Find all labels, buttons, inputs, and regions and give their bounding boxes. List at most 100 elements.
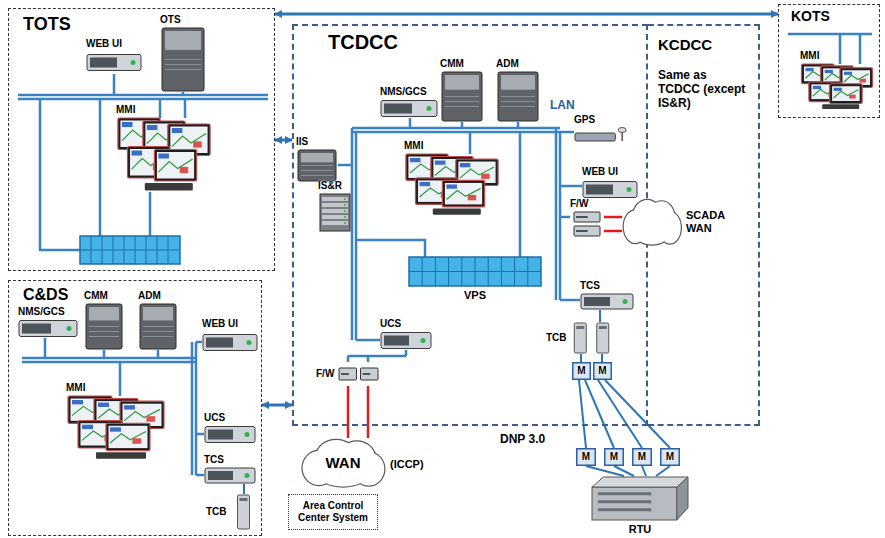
server-bay — [208, 430, 233, 440]
tower-vent — [89, 336, 119, 337]
region-title: C&DS — [23, 285, 68, 304]
rtu-slot — [598, 508, 651, 511]
monitor-screen — [842, 70, 870, 85]
fw2v-icon — [570, 211, 604, 238]
screen-block — [446, 184, 457, 188]
status-led — [247, 340, 252, 345]
monitor-screen — [109, 426, 148, 448]
monitor-bezel — [442, 180, 484, 206]
mmi-console: MMI — [116, 104, 212, 192]
tower-icon — [496, 71, 540, 122]
region-title: KCDCC — [658, 36, 712, 54]
device-label: TCS — [204, 454, 224, 466]
status-led — [344, 204, 346, 206]
firewall-pair: F/W — [316, 362, 378, 386]
tower-vent — [501, 96, 535, 97]
modem-outline — [605, 449, 624, 466]
region-box: TCDCCNMS/GCSCMMADMGPSIISIS&RMMIWEB UIF/W… — [292, 24, 648, 426]
network-label: LAN — [550, 98, 575, 112]
screen-block — [132, 151, 143, 156]
screen-trend — [446, 188, 480, 199]
screen-block — [158, 154, 169, 159]
screen-trend — [124, 409, 160, 420]
region-box: TOTSWEB UIOTSMMI — [8, 8, 275, 271]
modem-outline — [633, 449, 652, 466]
device-label: M — [666, 451, 674, 463]
status-led — [344, 216, 346, 218]
status-led — [344, 210, 346, 212]
ots-server: OTS — [160, 14, 206, 92]
server-body — [381, 333, 431, 349]
cmm-server: CMM — [84, 290, 124, 350]
adm-server: ADM — [496, 58, 540, 122]
tower-body — [498, 72, 538, 121]
firewall-slot — [341, 373, 349, 375]
monitors-icon — [66, 395, 166, 460]
serial-link — [579, 380, 586, 448]
rtu-unit: RTU — [590, 476, 690, 536]
keyboard — [96, 452, 146, 459]
serial-link — [585, 380, 614, 448]
screen-block — [72, 400, 83, 404]
modem-box: M — [604, 448, 624, 466]
firewall-slot — [576, 216, 588, 218]
tcb-unit: TCB — [206, 494, 256, 530]
tower-vent — [445, 101, 479, 102]
cloud-lobe — [634, 219, 670, 245]
tower-icon — [138, 303, 178, 350]
cloud-lobe — [317, 460, 369, 487]
panel-body — [409, 257, 541, 286]
monitor-screen — [123, 404, 162, 426]
monitor-screen — [832, 86, 860, 101]
cloud-lobe — [634, 219, 670, 245]
screen-trend — [110, 431, 146, 442]
device-label: ADM — [496, 58, 519, 70]
server-bay — [206, 338, 233, 348]
tower-panel — [501, 75, 535, 90]
device-label: M — [582, 451, 590, 463]
region-title: TCDCC — [328, 30, 398, 54]
screen-block — [172, 128, 183, 133]
rtu-icon — [590, 476, 690, 521]
screen-block — [481, 174, 489, 179]
device-label: VPS — [464, 289, 486, 302]
tower-vent — [501, 101, 535, 102]
tower-vent — [301, 170, 333, 171]
screen-trend — [460, 167, 494, 178]
device-label: NMS/GCS — [18, 306, 65, 318]
wan-link — [347, 386, 350, 438]
device-label: WEB UI — [582, 166, 618, 178]
tots-lan-bus — [18, 74, 268, 250]
fw2h-icon — [339, 362, 378, 386]
server-body — [583, 182, 637, 198]
device-label: TCB — [546, 332, 567, 344]
firewall-icon — [574, 212, 600, 222]
wan-link — [604, 216, 622, 219]
status-led — [627, 187, 632, 192]
rack-unit — [322, 203, 348, 207]
modem-outline — [594, 363, 612, 380]
status-led — [67, 326, 72, 331]
tower-body — [442, 72, 482, 121]
screen-block — [122, 122, 133, 127]
iis-server: IIS — [296, 136, 338, 182]
server-icon — [204, 467, 256, 484]
monitor-bezel — [154, 150, 196, 182]
mmi-console: MMI — [404, 140, 500, 216]
gps-icon — [574, 127, 630, 142]
rtu-slot — [598, 500, 651, 503]
serial-link — [642, 466, 646, 476]
device-label: UCS — [204, 412, 225, 424]
label-slot: DNP 3.0 — [500, 432, 545, 446]
serial-link — [599, 310, 601, 322]
tower-body — [162, 28, 204, 91]
tower-vent — [301, 165, 333, 166]
modem-box: M — [576, 448, 596, 466]
gps-receiver: GPS — [574, 114, 630, 142]
screen-trend — [834, 90, 859, 98]
ucs-server: UCS — [204, 412, 256, 444]
server-body — [205, 468, 255, 483]
screen-block — [468, 195, 476, 200]
screen-block — [410, 158, 421, 162]
panel-body — [80, 236, 180, 264]
